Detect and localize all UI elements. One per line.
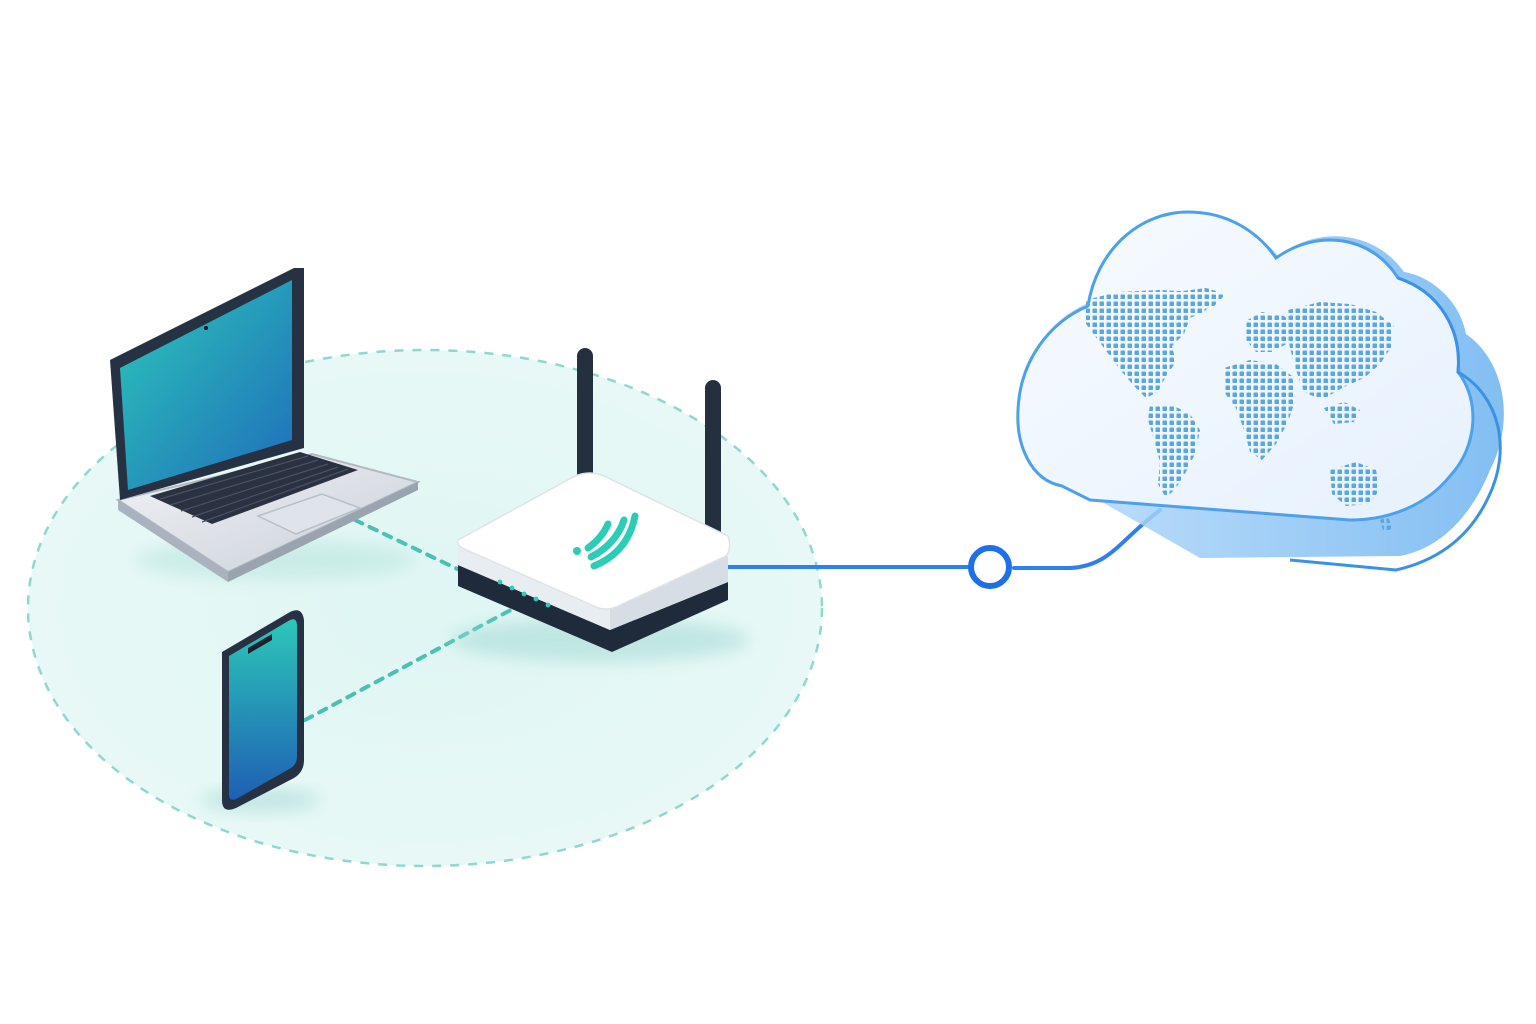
wireless-link-phone-router — [303, 603, 522, 722]
router-antenna-right — [705, 380, 721, 540]
wan-link-node — [968, 545, 1012, 589]
wifi-router-icon — [450, 348, 750, 662]
wireless-link-laptop-router — [353, 518, 472, 577]
router-antenna-left — [577, 348, 593, 486]
smartphone-icon — [200, 610, 320, 812]
wifi-signal-icon — [573, 512, 639, 570]
cloud-world-map-icon — [1016, 210, 1504, 572]
laptop-icon — [110, 268, 421, 582]
